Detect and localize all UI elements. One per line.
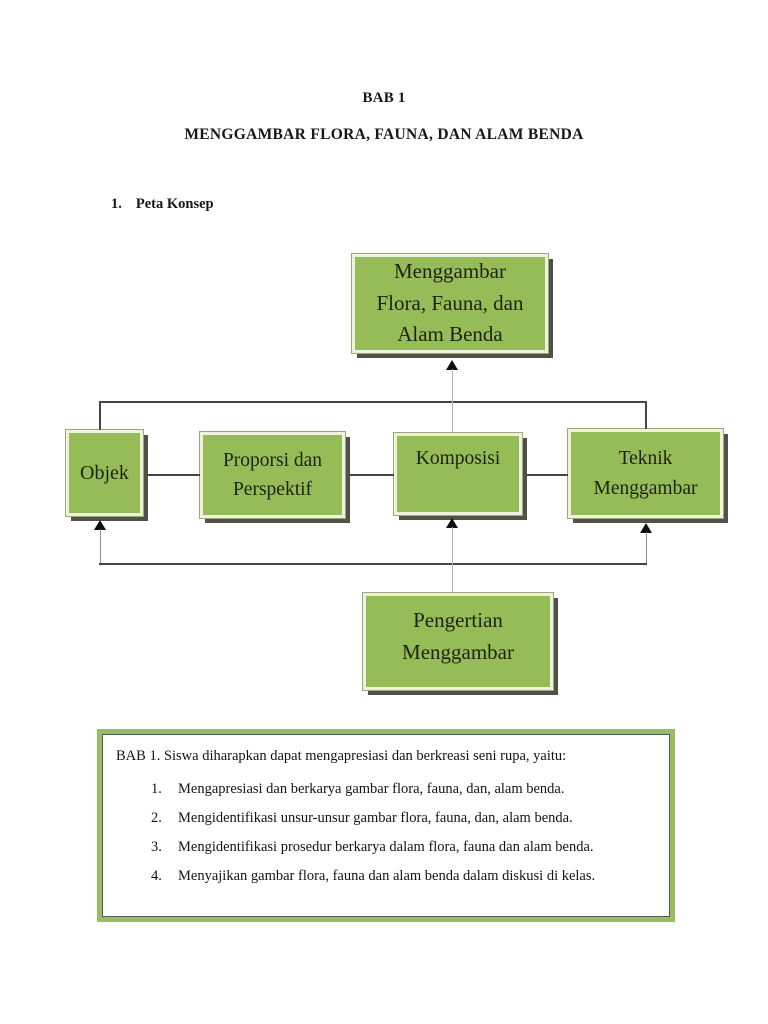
list-item-text: Mengidentifikasi unsur-unsur gambar flor… [178,810,573,826]
node-proporsi-label: Proporsi dan Perspektif [222,449,323,500]
node-objek: Objek [66,430,143,516]
node-proporsi: Proporsi dan Perspektif [200,432,345,518]
arrow-up-icon [94,520,106,530]
list-item: 3. Mengidentifikasi prosedur berkarya da… [151,839,655,868]
connector-komposisi-teknik [527,474,568,476]
objectives-list: 1. Mengapresiasi dan berkarya gambar flo… [151,781,655,897]
node-komposisi-label: Komposisi [415,448,501,469]
connector-upper-bus [99,401,647,403]
objectives-frame: BAB 1. Siswa diharapkan dapat mengapresi… [97,729,675,922]
node-root: Menggambar Flora, Fauna, dan Alam Benda [352,254,548,353]
chapter-title: BAB 1 [362,90,406,106]
node-teknik: Teknik Menggambar [568,429,723,518]
section-number: 1. [111,196,122,212]
list-item-number: 3. [151,839,162,855]
connector-drop-objek [99,401,101,430]
connector-bus-teknik [646,532,647,563]
node-pengertian: Pengertian Menggambar [363,593,553,690]
connector-bus-komposisi [452,527,453,563]
connector-drop-teknik [645,401,647,429]
connector-objek-proporsi [146,474,200,476]
connector-pengertian-bus [452,563,453,593]
list-item: 2. Mengidentifikasi unsur-unsur gambar f… [151,810,655,839]
list-item-text: Mengapresiasi dan berkarya gambar flora,… [178,781,565,797]
arrow-up-icon [446,518,458,528]
list-item: 1. Mengapresiasi dan berkarya gambar flo… [151,781,655,810]
list-item-number: 1. [151,781,162,797]
list-item-text: Menyajikan gambar flora, fauna dan alam … [178,868,596,884]
section-title: Peta Konsep [135,196,214,212]
arrow-up-icon [640,523,652,533]
objectives-frame-inner: BAB 1. Siswa diharapkan dapat mengapresi… [102,734,670,917]
arrow-up-icon [446,360,458,370]
node-komposisi: Komposisi [394,433,522,515]
node-pengertian-label: Pengertian Menggambar [402,608,514,664]
connector-proporsi-komposisi [350,474,394,476]
page-title: MENGGAMBAR FLORA, FAUNA, DAN ALAM BENDA [184,126,584,143]
node-root-label: Menggambar Flora, Fauna, dan Alam Benda [376,259,524,347]
list-item-number: 4. [151,868,162,884]
section-heading: 1. Peta Konsep [111,196,214,213]
node-objek-label: Objek [80,462,129,484]
connector-bus-objek [100,529,101,563]
list-item: 4. Menyajikan gambar flora, fauna dan al… [151,868,655,897]
list-item-text: Mengidentifikasi prosedur berkarya dalam… [178,839,594,855]
list-item-number: 2. [151,810,162,826]
connector-lower-bus [99,563,647,565]
objectives-intro: BAB 1. Siswa diharapkan dapat mengapresi… [116,748,567,764]
connector-komposisi-root [452,369,453,433]
node-teknik-label: Teknik Menggambar [593,448,698,499]
